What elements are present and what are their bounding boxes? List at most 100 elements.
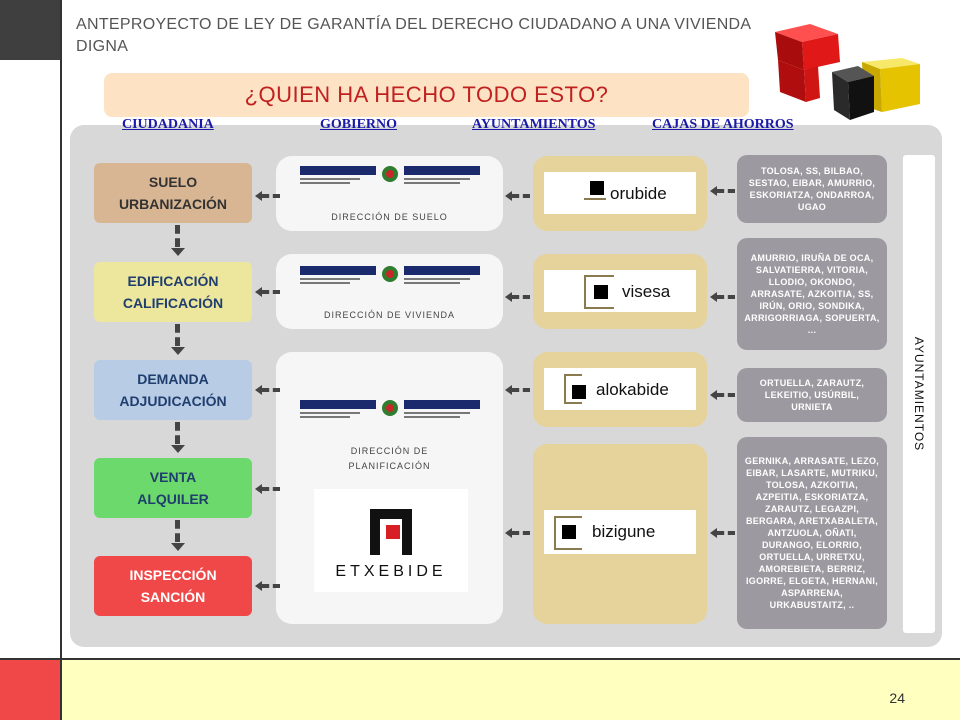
step-edificacion-line1: EDIFICACIÓN <box>127 273 219 289</box>
footer-rule <box>0 658 960 660</box>
arrow-left-icon <box>255 191 262 201</box>
arrow-left-icon <box>505 292 512 302</box>
page-number: 24 <box>889 690 905 706</box>
etxebide-logo: ETXEBIDE <box>314 489 468 592</box>
arrow-down-icon <box>171 543 185 551</box>
flow-arrow-left <box>262 388 280 392</box>
flow-arrow-left <box>262 194 280 198</box>
entity-name-alokabide-pre: aloka <box>596 380 637 399</box>
flow-arrow-left <box>512 531 530 535</box>
basque-government-logo <box>300 266 480 284</box>
arrow-down-icon <box>171 445 185 453</box>
flow-arrow-left <box>262 290 280 294</box>
gov-card-suelo: DIRECCIÓN DE SUELO <box>276 156 503 231</box>
logo-square-icon <box>594 285 608 299</box>
step-venta: VENTA ALQUILER <box>94 458 252 518</box>
town-list-alokabide: ORTUELLA, ZARAUTZ, LEKEITIO, USÚRBIL, UR… <box>737 368 887 422</box>
flow-arrow-left <box>262 584 280 588</box>
flow-arrow-down <box>175 520 180 542</box>
arrow-down-icon <box>171 248 185 256</box>
basque-government-logo <box>300 166 480 184</box>
arrow-left-icon <box>710 292 717 302</box>
step-venta-line1: VENTA <box>149 469 197 485</box>
logo-bracket-icon <box>584 275 614 309</box>
arrow-left-icon <box>255 581 262 591</box>
logo-bracket-icon <box>554 516 582 550</box>
arrow-left-icon <box>710 390 717 400</box>
arrow-left-icon <box>505 385 512 395</box>
arrow-left-icon <box>255 484 262 494</box>
step-demanda-line2: ADJUDICACIÓN <box>119 393 227 409</box>
flow-arrow-down <box>175 422 180 444</box>
footer-band <box>62 660 960 720</box>
logo-square-icon <box>562 525 576 539</box>
etxebide-mark-icon <box>370 509 412 555</box>
arrow-left-icon <box>255 385 262 395</box>
column-head-ciudadania: CIUDADANIA <box>122 117 214 132</box>
column-head-gobierno: GOBIERNO <box>320 117 398 132</box>
visesa-logo: visesa <box>544 270 696 312</box>
entity-card-bizigune: bizigune <box>533 444 707 624</box>
step-edificacion-line2: CALIFICACIÓN <box>122 295 224 311</box>
logo-square-icon <box>572 385 586 399</box>
step-inspeccion-line1: INSPECCIÓN <box>129 567 217 583</box>
arrow-left-icon <box>710 186 717 196</box>
etxebide-wordmark: ETXEBIDE <box>335 563 447 580</box>
step-suelo-line2: URBANIZACIÓN <box>118 196 228 212</box>
entity-name-alokabide-post: bide <box>636 380 669 399</box>
ayuntamientos-side-label: AYUNTAMIENTOS <box>912 336 926 452</box>
flow-arrow-left <box>717 189 735 193</box>
logo-square-icon <box>590 181 604 195</box>
gov-caption-planificacion-1: DIRECCIÓN DE <box>350 446 429 456</box>
step-venta-line2: ALQUILER <box>137 491 209 507</box>
main-question-banner: ¿QUIEN HA HECHO TODO ESTO? <box>104 73 749 117</box>
step-suelo: SUELO URBANIZACIÓN <box>94 163 252 223</box>
arrow-left-icon <box>710 528 717 538</box>
town-list-bizigune: GERNIKA, ARRASATE, LEZO, EIBAR, LASARTE,… <box>737 437 887 629</box>
gov-card-vivienda: DIRECCIÓN DE VIVIENDA <box>276 254 503 329</box>
orubide-logo: orubide <box>544 172 696 214</box>
flow-arrow-left <box>512 194 530 198</box>
vertical-rule <box>60 0 62 720</box>
gov-caption-planificacion-2: PLANIFICACIÓN <box>348 461 431 471</box>
logo-bracket-icon <box>564 374 582 404</box>
town-list-visesa: AMURRIO, IRUÑA DE OCA, SALVATIERRA, VITO… <box>737 238 887 350</box>
logo-bracket-icon <box>584 198 606 200</box>
arrow-left-icon <box>505 528 512 538</box>
arrow-left-icon <box>255 287 262 297</box>
flow-arrow-left <box>262 487 280 491</box>
entity-card-alokabide: alokabide <box>533 352 707 427</box>
alokabide-logo: alokabide <box>544 368 696 410</box>
step-suelo-line1: SUELO <box>148 174 198 190</box>
gov-caption-vivienda: DIRECCIÓN DE VIVIENDA <box>323 310 456 320</box>
entity-name-bizigune: bizigune <box>592 522 656 541</box>
step-inspeccion-line2: SANCIÓN <box>140 589 206 605</box>
step-demanda: DEMANDA ADJUDICACIÓN <box>94 360 252 420</box>
flow-arrow-left <box>512 295 530 299</box>
entity-name-visesa: visesa <box>622 282 671 301</box>
cubes-logo <box>775 24 920 120</box>
flow-arrow-down <box>175 324 180 346</box>
entity-name-orubide: orubide <box>610 184 667 203</box>
arrow-left-icon <box>505 191 512 201</box>
flow-arrow-left <box>717 295 735 299</box>
ayuntamientos-side-bar: AYUNTAMIENTOS <box>903 155 935 633</box>
flow-arrow-left <box>717 531 735 535</box>
footer-corner-block <box>0 660 60 720</box>
flow-arrow-left <box>717 393 735 397</box>
column-head-ayuntamientos: AYUNTAMIENTOS <box>472 117 596 132</box>
arrow-down-icon <box>171 347 185 355</box>
bizigune-logo: bizigune <box>544 510 696 554</box>
slide-title: ANTEPROYECTO DE LEY DE GARANTÍA DEL DERE… <box>76 16 751 55</box>
step-demanda-line1: DEMANDA <box>137 371 209 387</box>
step-inspeccion: INSPECCIÓN SANCIÓN <box>94 556 252 616</box>
flow-arrow-left <box>512 388 530 392</box>
flow-arrow-down <box>175 225 180 247</box>
corner-block <box>0 0 60 60</box>
entity-card-orubide: orubide <box>533 156 707 231</box>
step-edificacion: EDIFICACIÓN CALIFICACIÓN <box>94 262 252 322</box>
gov-caption-suelo: DIRECCIÓN DE SUELO <box>331 212 448 222</box>
column-head-cajas: CAJAS DE AHORROS <box>652 117 794 132</box>
entity-name-alokabide: alokabide <box>596 380 669 400</box>
basque-government-logo <box>300 400 480 418</box>
